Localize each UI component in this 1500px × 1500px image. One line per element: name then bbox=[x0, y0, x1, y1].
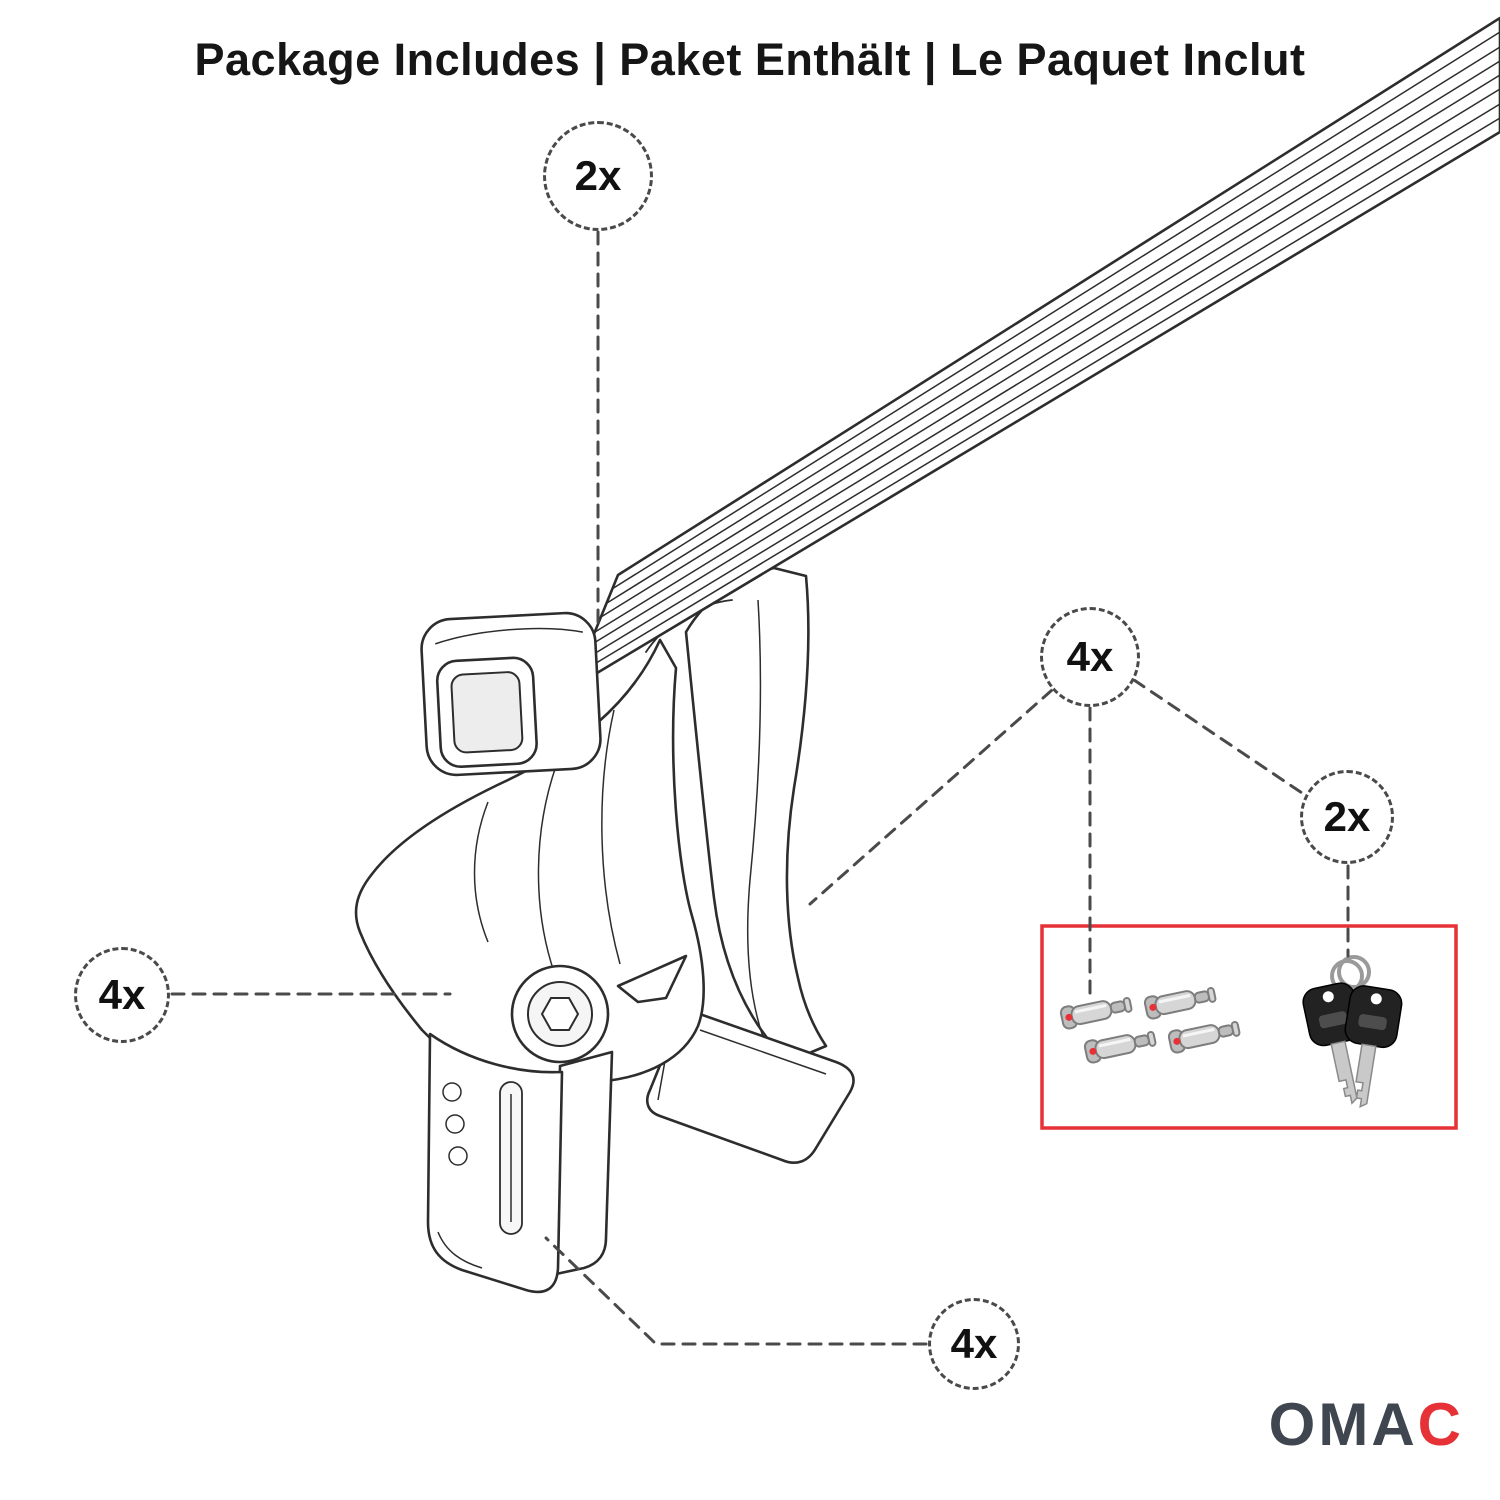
leader-locks-to-foot bbox=[808, 688, 1054, 906]
leader-locks-to-keys bbox=[1132, 678, 1307, 797]
hardware-box bbox=[1040, 924, 1458, 1130]
callout-clamp-qty: 4x bbox=[928, 1298, 1020, 1390]
callout-keys-label: 2x bbox=[1323, 793, 1371, 840]
mount-foot-drawing bbox=[354, 566, 855, 1294]
callout-locks-label: 4x bbox=[1066, 633, 1114, 680]
callout-crossbar-qty: 2x bbox=[543, 121, 653, 231]
keys-image bbox=[1299, 955, 1405, 1112]
omac-logo: OMAC bbox=[1269, 1390, 1464, 1459]
crossbar-drawing bbox=[570, 16, 1500, 690]
omac-logo-text: OMA bbox=[1268, 1391, 1418, 1458]
crossbar-ribs bbox=[577, 31, 1500, 675]
leader-clamp bbox=[544, 1236, 928, 1346]
callout-clamp-label: 4x bbox=[950, 1320, 998, 1367]
clamp-drawing bbox=[426, 1032, 614, 1294]
foot-wing-detail bbox=[616, 954, 688, 1004]
omac-logo-accent: C bbox=[1417, 1391, 1464, 1458]
callout-locks-qty: 4x bbox=[1040, 607, 1140, 707]
callout-foot-label: 4x bbox=[98, 971, 146, 1018]
hex-bolt-drawing bbox=[510, 964, 610, 1064]
end-cap-drawing bbox=[420, 611, 602, 777]
callout-keys-qty: 2x bbox=[1300, 770, 1394, 864]
page-title: Package Includes | Paket Enthält | Le Pa… bbox=[194, 34, 1306, 85]
callout-foot-qty: 4x bbox=[74, 947, 170, 1043]
leader-lines bbox=[170, 230, 1350, 1346]
callout-crossbar-label: 2x bbox=[574, 152, 622, 199]
